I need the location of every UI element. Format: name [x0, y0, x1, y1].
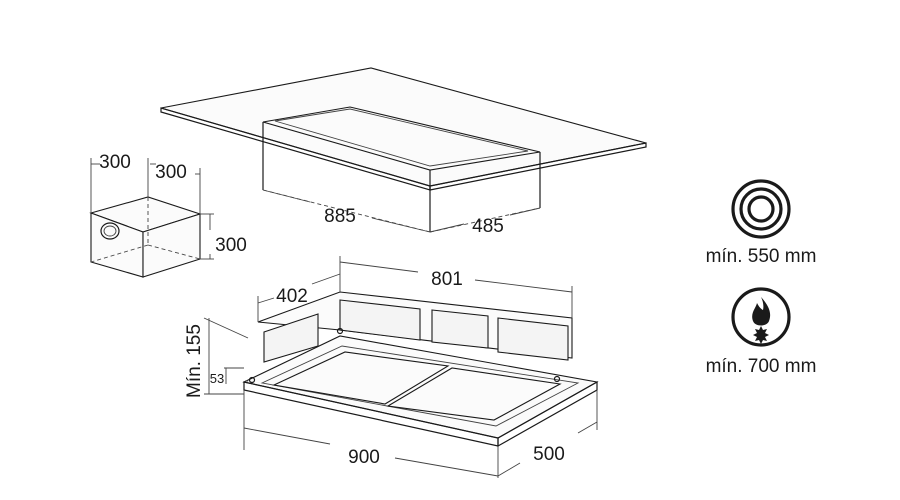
gas-clearance-label: mín. 700 mm — [706, 356, 817, 377]
duct-dimensions: 300 300 300 — [90, 152, 247, 260]
duct-box — [89, 196, 202, 278]
duct-outlet-circle — [100, 222, 120, 240]
gas-flame-icon — [731, 287, 791, 347]
induction-rings-icon — [731, 179, 791, 239]
hood-back-panel-left — [339, 299, 421, 341]
hood-filter-1 — [272, 351, 450, 405]
dimension-402-label: 402 — [276, 286, 308, 307]
duct-depth-label: 300 — [155, 162, 187, 183]
hood-filter-2 — [386, 367, 562, 421]
hood-back-panel-far — [497, 317, 569, 361]
min-155-label: Mín. 155 — [184, 324, 205, 398]
dimension-485-label: 485 — [472, 216, 504, 237]
dimension-485: 485 — [429, 207, 541, 237]
duct-height-label: 300 — [215, 235, 247, 256]
dimension-900-label: 900 — [348, 447, 380, 468]
electric-clearance-label: mín. 550 mm — [706, 246, 817, 267]
hood-back-panel-right — [431, 309, 489, 349]
hood-dimensions: 801 402 Mín. 155 53 900 500 — [184, 256, 598, 478]
dimension-885: 885 — [262, 189, 431, 233]
dimension-53-label: 53 — [210, 371, 224, 386]
dimension-885-label: 885 — [324, 206, 356, 227]
dimension-801-label: 801 — [431, 269, 463, 290]
duct-width-label: 300 — [99, 152, 131, 173]
hood — [242, 291, 599, 448]
dimension-500-label: 500 — [533, 444, 565, 465]
